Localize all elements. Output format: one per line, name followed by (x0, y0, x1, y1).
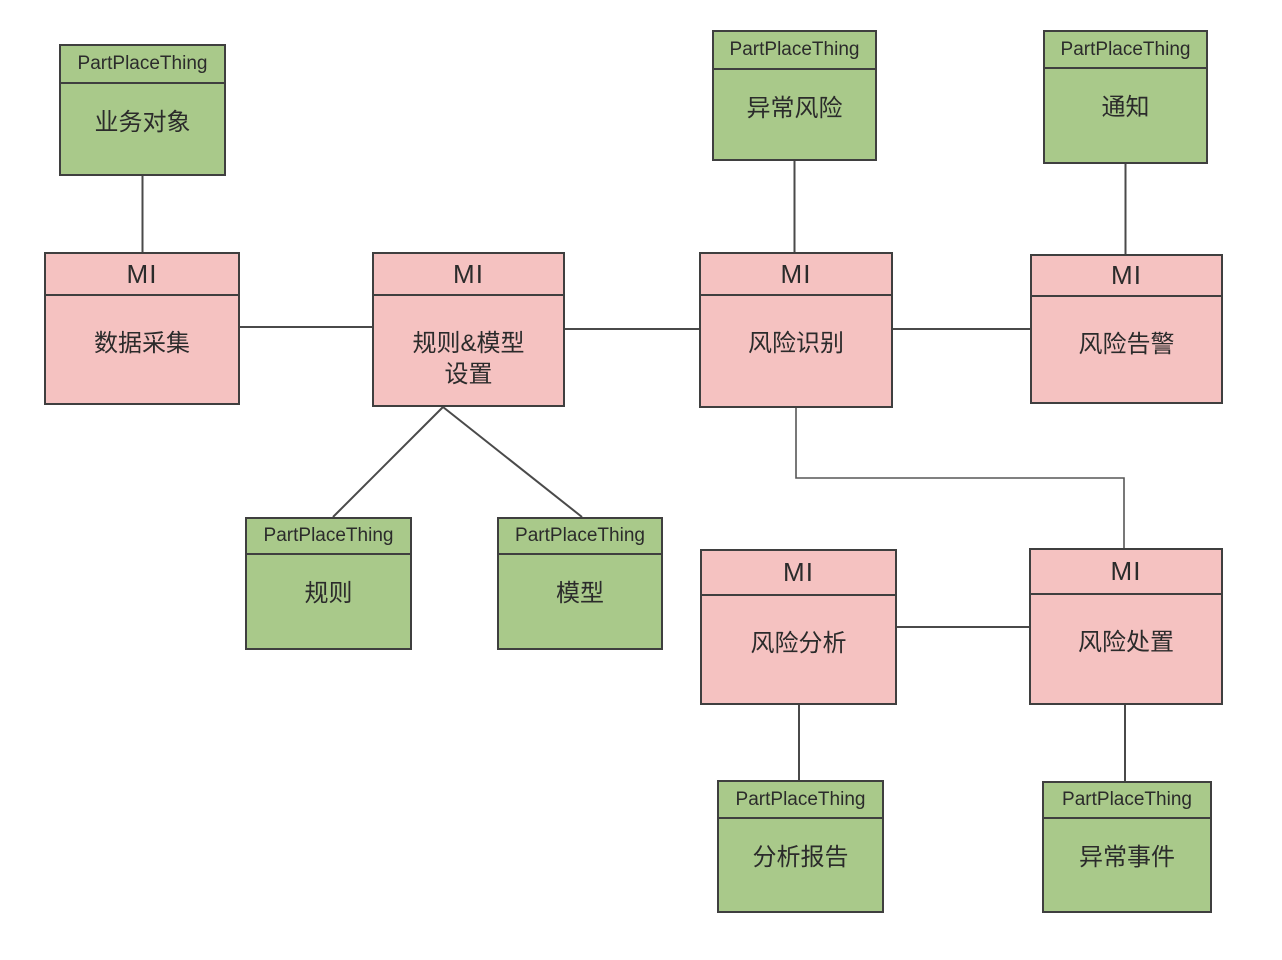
node-model[interactable]: PartPlaceThing 模型 (497, 517, 663, 650)
node-risk-alert[interactable]: MI 风险告警 (1030, 254, 1223, 404)
node-stereotype: PartPlaceThing (1044, 783, 1210, 819)
node-stereotype: PartPlaceThing (61, 46, 224, 84)
node-label: 风险分析 (750, 630, 847, 657)
node-stereotype: PartPlaceThing (1045, 32, 1206, 69)
node-analysis-report[interactable]: PartPlaceThing 分析报告 (717, 780, 884, 913)
node-label: 业务对象 (94, 109, 191, 136)
edge-rule-model-setting-model (442, 406, 583, 518)
node-label: 异常风险 (746, 95, 843, 122)
node-risk-identification[interactable]: MI 风险识别 (699, 252, 893, 408)
node-stereotype: PartPlaceThing (247, 519, 410, 555)
node-stereotype: MI (1032, 256, 1221, 297)
edge-risk-identification-risk-disposal (795, 408, 1125, 548)
node-label: 规则 (304, 580, 353, 607)
node-label: 规则&模型 设置 (412, 330, 525, 388)
node-stereotype: PartPlaceThing (719, 782, 882, 819)
node-rule-model-setting[interactable]: MI 规则&模型 设置 (372, 252, 565, 407)
node-risk-disposal[interactable]: MI 风险处置 (1029, 548, 1223, 705)
node-stereotype: MI (374, 254, 563, 296)
node-label: 模型 (556, 580, 604, 607)
node-rule[interactable]: PartPlaceThing 规则 (245, 517, 412, 650)
node-data-collection[interactable]: MI 数据采集 (44, 252, 240, 405)
node-label: 风险告警 (1078, 331, 1175, 358)
node-stereotype: MI (702, 551, 895, 596)
node-label: 异常事件 (1079, 844, 1175, 871)
node-abnormal-risk[interactable]: PartPlaceThing 异常风险 (712, 30, 877, 161)
node-label: 风险识别 (748, 330, 844, 357)
node-abnormal-event[interactable]: PartPlaceThing 异常事件 (1042, 781, 1212, 913)
node-stereotype: MI (1031, 550, 1221, 595)
node-label: 通知 (1101, 94, 1150, 121)
node-notification[interactable]: PartPlaceThing 通知 (1043, 30, 1208, 164)
node-stereotype: MI (701, 254, 891, 296)
node-stereotype: PartPlaceThing (499, 519, 661, 555)
node-label: 数据采集 (94, 330, 190, 357)
edge-rule-model-setting-rule (332, 406, 444, 518)
node-risk-analysis[interactable]: MI 风险分析 (700, 549, 897, 705)
node-biz-object[interactable]: PartPlaceThing 业务对象 (59, 44, 226, 176)
node-stereotype: MI (46, 254, 238, 296)
node-label: 风险处置 (1078, 629, 1174, 656)
node-stereotype: PartPlaceThing (714, 32, 875, 70)
node-label: 分析报告 (752, 844, 849, 871)
